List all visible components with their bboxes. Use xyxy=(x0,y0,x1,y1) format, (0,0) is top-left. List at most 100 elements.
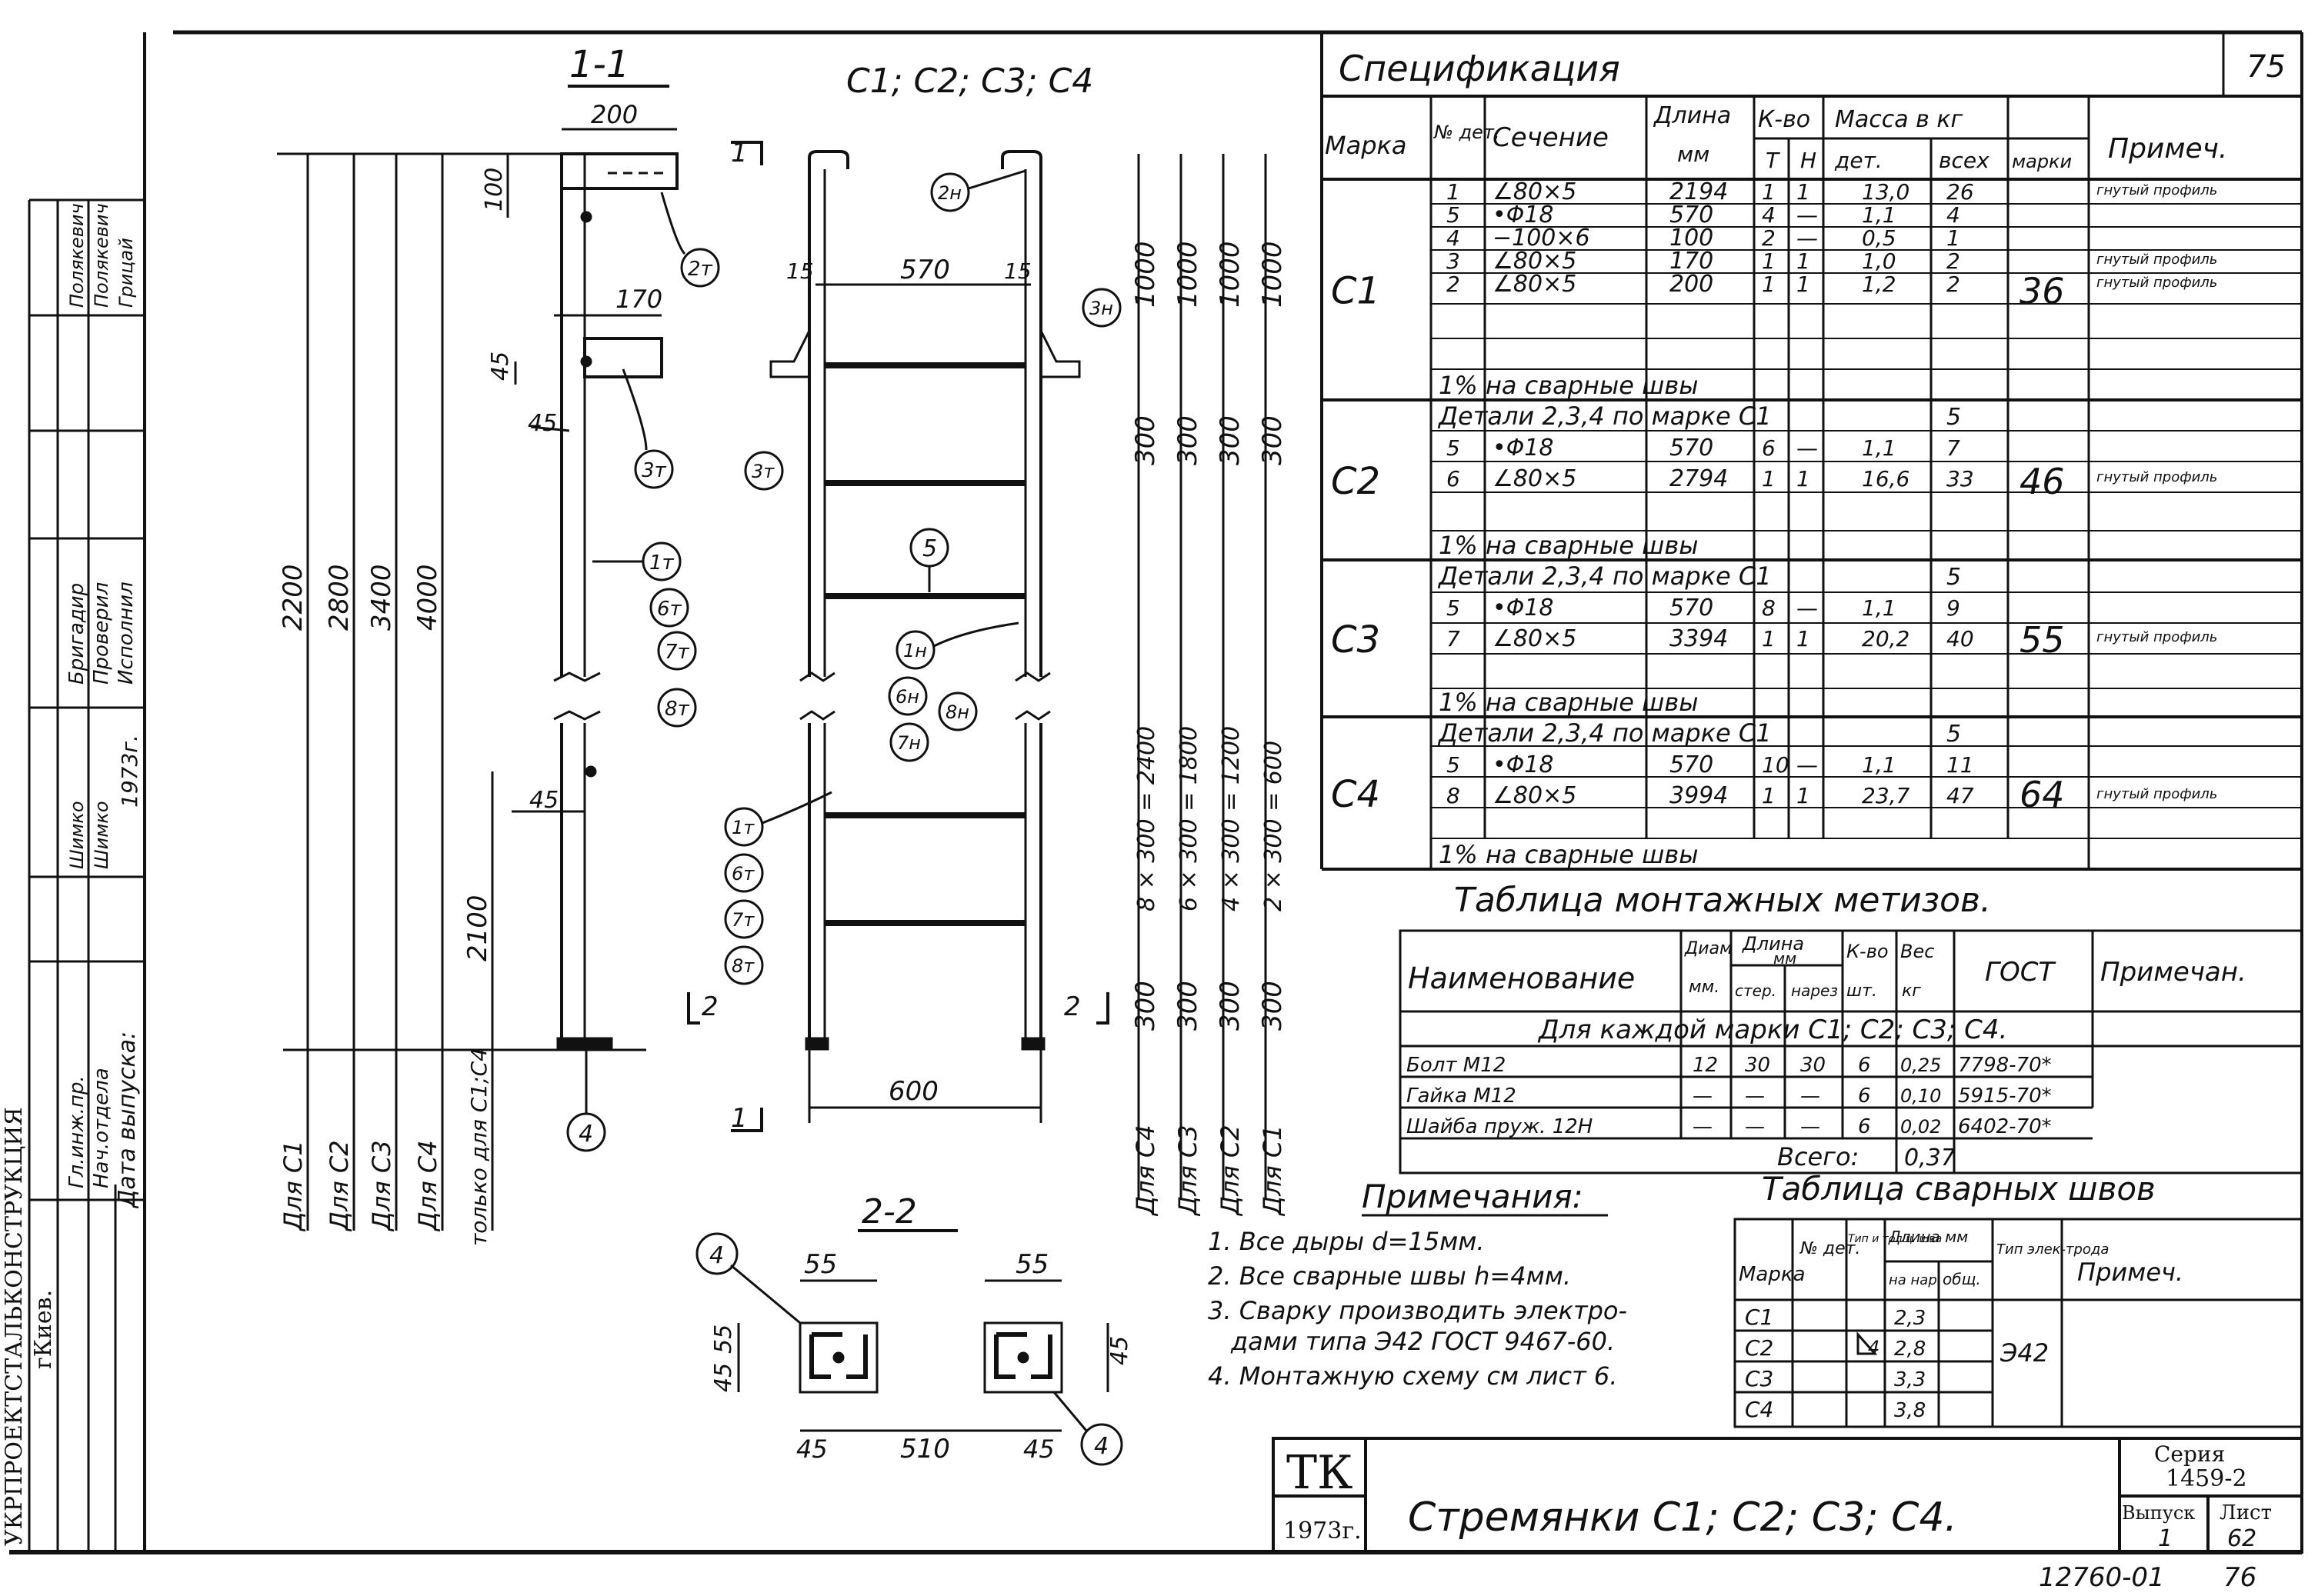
dim-r-1000b: 1000 xyxy=(1172,241,1203,308)
fastener-qty: 6 xyxy=(1858,1085,1871,1108)
spec-cell-mall: 9 xyxy=(1946,595,1960,621)
spec-cell-t: 8 xyxy=(1762,595,1776,621)
sheet-number: 75 xyxy=(2246,49,2286,85)
weld-len: 2,3 xyxy=(1894,1307,1926,1330)
spec-cell-length: 2194 xyxy=(1669,178,1728,205)
spec-cell-length: 100 xyxy=(1669,225,1713,252)
fastener-rod: — xyxy=(1745,1115,1765,1138)
fastener-weight: 0,02 xyxy=(1900,1116,1941,1138)
spec-h-mass-mark: марки xyxy=(2012,151,2072,172)
dim-s2-45c: 45 xyxy=(1023,1434,1055,1464)
dim-r-1000c: 1000 xyxy=(1215,241,1246,308)
series-label: Серия xyxy=(2154,1441,2225,1467)
for-r-c2: Для С2 xyxy=(1216,1125,1245,1217)
spec-cell-section: •Φ18 xyxy=(1493,751,1553,778)
for-r-c1: Для С1 xyxy=(1258,1125,1287,1217)
spec-cell-note: гнутый профиль xyxy=(2096,469,2217,485)
spec-h-length-unit: мм xyxy=(1677,142,1709,167)
spec-cell-n: — xyxy=(1796,225,1818,251)
spec-cell-mall: 7 xyxy=(1946,435,1960,461)
dim-r-300f: 300 xyxy=(1172,981,1203,1031)
section-callouts xyxy=(566,192,720,1152)
footer-doc-no: 12760-01 xyxy=(2039,1562,2165,1593)
section-1-1 xyxy=(277,85,679,1231)
wh-len-total: общ. xyxy=(1943,1270,1981,1288)
weld-mark: С4 xyxy=(1745,1397,1773,1422)
spec-cell-mall: 33 xyxy=(1946,466,1974,491)
spec-cell-n: — xyxy=(1796,595,1818,621)
for-c2: Для С2 xyxy=(325,1140,354,1232)
callout-7t: 7т xyxy=(665,641,690,664)
spec-h-note: Примеч. xyxy=(2108,133,2227,165)
spec-cell-length: 170 xyxy=(1669,248,1713,275)
callout-7t-e: 7т xyxy=(732,909,755,931)
dim-45c: 45 xyxy=(529,787,559,814)
role-1: Гл.инж.пр. xyxy=(65,1075,88,1188)
dim-s2-55c: 55 xyxy=(710,1324,737,1354)
weld-len: 3,8 xyxy=(1894,1399,1926,1422)
dim-15a: 15 xyxy=(786,258,814,284)
spec-headers: Марка № дет. Сечение Длина мм К-во Т Н М… xyxy=(1325,102,2227,173)
footer-page-no: 76 xyxy=(2223,1562,2256,1593)
for-r-c3: Для С3 xyxy=(1173,1125,1202,1217)
spec-cell-n: — xyxy=(1796,752,1818,778)
spec-cell-n: 1 xyxy=(1796,783,1810,808)
side-stamp-city: гКиев. xyxy=(30,1290,57,1369)
dim-3400: 3400 xyxy=(366,564,397,631)
spec-cell-section: •Φ18 xyxy=(1493,202,1553,228)
role-3: Проверил xyxy=(90,582,113,685)
spec-total: 36 xyxy=(2020,271,2065,312)
callout-4c: 4 xyxy=(1094,1433,1109,1460)
issue-value: 1 xyxy=(2158,1525,2173,1552)
spec-details-mass: 5 xyxy=(1946,404,1961,431)
spec-cell-length: 570 xyxy=(1669,435,1713,461)
spec-cell-t: 1 xyxy=(1762,466,1776,491)
fastener-thread: — xyxy=(1800,1085,1820,1108)
role-4: Исполнил xyxy=(115,581,138,685)
for-c1: Для С1 xyxy=(278,1140,308,1232)
fh-diam: Диам xyxy=(1684,939,1733,958)
callout-8n: 8н xyxy=(946,701,969,723)
notes-list: 1. Все дыры d=15мм. 2. Все сварные швы h… xyxy=(1208,1227,1627,1391)
spec-cell-no: 8 xyxy=(1446,783,1460,808)
dim-r-1000d: 1000 xyxy=(1257,241,1288,308)
spec-cell-no: 5 xyxy=(1446,202,1460,228)
callout-5: 5 xyxy=(922,535,937,562)
spec-cell-section: −100×6 xyxy=(1493,225,1590,252)
section-1-1-label: 1-1 xyxy=(569,43,629,86)
welds-title: Таблица сварных швов xyxy=(1762,1170,2156,1208)
spec-cell-note: гнутый профиль xyxy=(2096,252,2217,268)
fastener-weight: 0,25 xyxy=(1900,1055,1941,1076)
fh-length-unit: мм xyxy=(1773,949,1796,968)
callout-1t: 1т xyxy=(649,551,675,575)
spec-cell-mdet: 0,5 xyxy=(1862,225,1896,251)
callout-8t-e: 8т xyxy=(732,955,755,977)
callout-1t-e: 1т xyxy=(732,817,755,838)
spec-details: Детали 2,3,4 по марке С1 xyxy=(1437,561,1772,591)
spec-h-qty: К-во xyxy=(1758,106,1810,133)
spec-cell-mdet: 1,1 xyxy=(1862,435,1896,461)
callout-4b: 4 xyxy=(709,1242,724,1269)
spec-cell-no: 1 xyxy=(1446,179,1460,205)
elevation-ladder xyxy=(687,141,1267,1200)
wh-len-per: на нар xyxy=(1889,1272,1937,1288)
spec-cell-mall: 2 xyxy=(1946,248,1960,274)
spec-cell-mdet: 1,0 xyxy=(1862,248,1896,274)
dim-r-300c: 300 xyxy=(1215,415,1246,465)
spec-mark: С2 xyxy=(1331,460,1380,503)
spec-cell-n: 1 xyxy=(1796,466,1810,491)
dim-100: 100 xyxy=(481,168,508,212)
spec-cell-n: — xyxy=(1796,435,1818,461)
spec-cell-section: •Φ18 xyxy=(1493,595,1553,621)
title-logo: ТК xyxy=(1286,1446,1352,1500)
spec-cell-mdet: 1,1 xyxy=(1862,595,1896,621)
weld-symbol: 4 xyxy=(1868,1337,1879,1358)
spec-h-qty-t: Т xyxy=(1766,148,1780,173)
fh-length: Длина xyxy=(1742,933,1804,955)
dim-r-2x300: 2 × 300 = 600 xyxy=(1260,741,1287,911)
spec-title: Спецификация xyxy=(1339,48,1620,89)
dim-r-4x300: 4 × 300 = 1200 xyxy=(1218,726,1245,911)
